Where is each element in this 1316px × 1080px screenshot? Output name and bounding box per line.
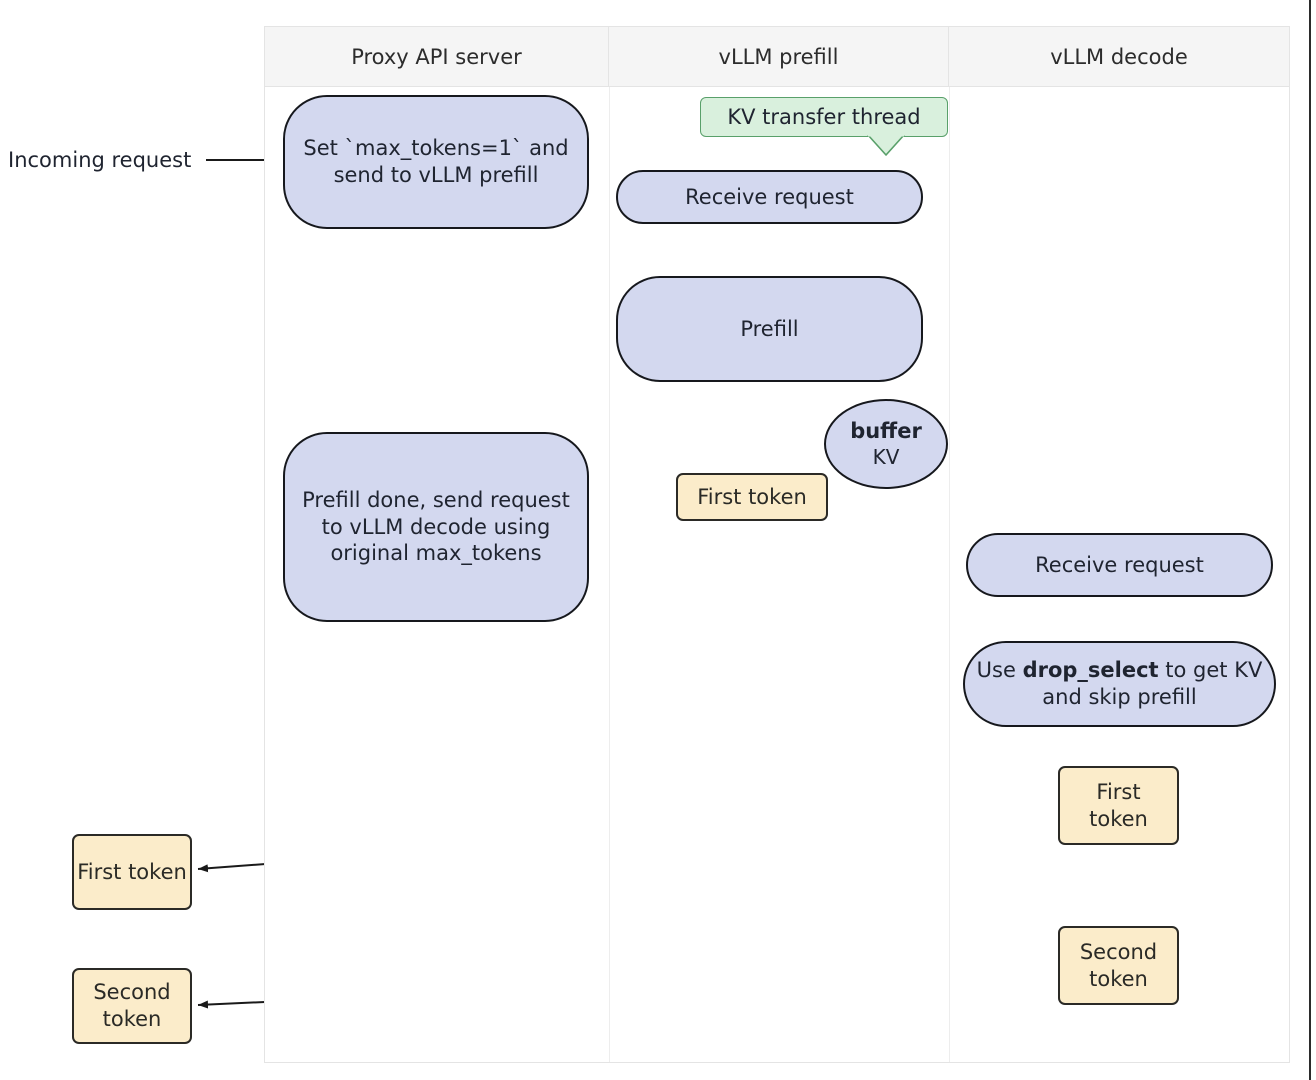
incoming-request-label: Incoming request [8,148,192,172]
node-set-max-tokens-label: Set `max_tokens=1` and send to vLLM pref… [303,136,569,187]
lane-header-proxy: Proxy API server [265,27,609,86]
node-proxy-second-token[interactable]: Second token [72,968,192,1044]
lane-header-proxy-label: Proxy API server [351,44,522,69]
node-decode-second-token-line2: token [1089,966,1148,991]
node-proxy-first-token-label: First token [77,859,187,884]
lane-header-decode-label: vLLM decode [1050,44,1188,69]
lane-divider-proxy-prefill [609,87,610,1062]
node-decode-first-token-line2: token [1089,806,1148,831]
node-decode-second-token-line1: Second [1079,939,1158,964]
node-prefill-receive-request-label: Receive request [685,184,854,209]
node-drop-select-label: Use drop_select to get KV and skip prefi… [965,657,1274,711]
lane-header-prefill: vLLM prefill [609,27,949,86]
node-decode-first-token[interactable]: First token [1058,766,1179,845]
node-prefill-done[interactable]: Prefill done, send request to vLLM decod… [283,432,589,622]
node-drop-select-text-after: to get KV and skip prefill [1042,658,1263,709]
node-drop-select-text-before: Use [976,658,1023,683]
node-buffer-kv[interactable]: buffer KV [824,399,948,489]
lane-header-decode: vLLM decode [949,27,1289,86]
node-buffer-kv-title: buffer [850,419,922,443]
node-prefill-label: Prefill [740,316,799,341]
node-decode-receive-request-label: Receive request [1035,552,1204,577]
node-drop-select[interactable]: Use drop_select to get KV and skip prefi… [963,641,1276,727]
kv-transfer-thread-callout-tail [867,134,905,156]
lane-header-prefill-label: vLLM prefill [718,44,839,69]
node-prefill[interactable]: Prefill [616,276,923,382]
node-proxy-first-token[interactable]: First token [72,834,192,910]
node-decode-first-token-line1: First [1096,779,1141,804]
node-drop-select-text-bold: drop_select [1022,658,1159,683]
node-prefill-done-label: Prefill done, send request to vLLM decod… [302,487,570,566]
node-prefill-first-token[interactable]: First token [676,473,828,521]
node-kv-transfer-thread[interactable]: KV transfer thread [700,97,948,137]
lane-divider-prefill-decode [949,87,950,1062]
swimlane-header-band: Proxy API server vLLM prefill vLLM decod… [265,27,1289,87]
node-set-max-tokens[interactable]: Set `max_tokens=1` and send to vLLM pref… [283,95,589,229]
node-proxy-second-token-label: Second token [93,980,171,1031]
page-edge-rule [1309,0,1311,1080]
node-buffer-kv-sub: KV [872,444,900,469]
node-kv-transfer-thread-label: KV transfer thread [727,104,921,129]
node-prefill-first-token-label: First token [697,484,807,509]
node-decode-second-token[interactable]: Second token [1058,926,1179,1005]
node-prefill-receive-request[interactable]: Receive request [616,170,923,224]
node-decode-receive-request[interactable]: Receive request [966,533,1273,597]
